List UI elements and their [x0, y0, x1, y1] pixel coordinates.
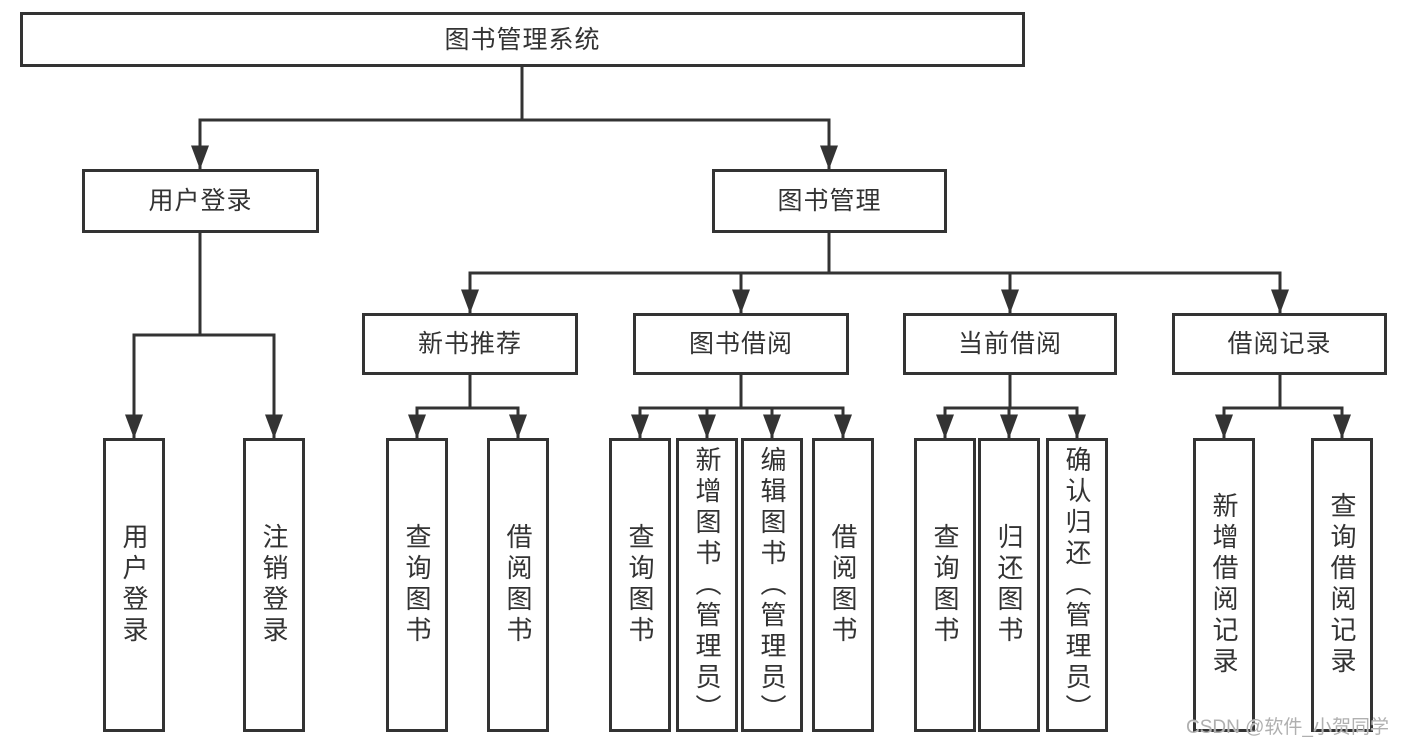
leaf-return-books: 归还图书 — [978, 438, 1040, 732]
node-borrowing-records-label: 借阅记录 — [1227, 330, 1332, 358]
leaf-query-books-current: 查询图书 — [914, 438, 976, 732]
edges-book-management-group — [461, 231, 1289, 314]
leaf-query-borrow-record-label: 查询借阅记录 — [1327, 492, 1357, 678]
node-new-book-recommend: 新书推荐 — [362, 313, 578, 375]
leaf-logout: 注销登录 — [243, 438, 305, 732]
leaf-add-books-admin-label: 新增图书（管理员） — [692, 445, 722, 725]
edges-new-book-recommend-group — [408, 373, 527, 439]
leaf-add-borrow-record: 新增借阅记录 — [1193, 438, 1255, 732]
leaf-user-login-label: 用户登录 — [119, 523, 149, 647]
leaf-query-books-recommend: 查询图书 — [386, 438, 448, 732]
edges-borrowing-records-group — [1215, 373, 1351, 439]
node-book-borrowing-label: 图书借阅 — [688, 330, 793, 358]
leaf-borrow-books-recommend: 借阅图书 — [487, 438, 549, 732]
node-borrowing-records: 借阅记录 — [1172, 313, 1387, 375]
leaf-add-borrow-record-label: 新增借阅记录 — [1209, 492, 1239, 678]
leaf-confirm-return-admin-label: 确认归还（管理员） — [1062, 445, 1092, 725]
leaf-query-books-borrowing-label: 查询图书 — [625, 523, 655, 647]
leaf-return-books-label: 归还图书 — [994, 523, 1024, 647]
edges-root-group — [191, 65, 838, 170]
csdn-watermark: CSDN @软件_小贺同学 — [1186, 717, 1389, 738]
leaf-user-login: 用户登录 — [103, 438, 165, 732]
node-root-label: 图书管理系统 — [444, 25, 601, 54]
node-book-management-label: 图书管理 — [777, 187, 882, 215]
leaf-query-borrow-record: 查询借阅记录 — [1311, 438, 1373, 732]
leaf-confirm-return-admin: 确认归还（管理员） — [1046, 438, 1108, 732]
node-root: 图书管理系统 — [20, 12, 1025, 67]
node-current-borrowing: 当前借阅 — [903, 313, 1117, 375]
leaf-query-books-current-label: 查询图书 — [930, 523, 960, 647]
node-book-borrowing: 图书借阅 — [633, 313, 849, 375]
leaf-edit-books-admin: 编辑图书（管理员） — [741, 438, 803, 732]
leaf-borrow-books-recommend-label: 借阅图书 — [503, 523, 533, 647]
edges-user-login-group — [125, 231, 283, 439]
leaf-borrow-books-borrowing: 借阅图书 — [812, 438, 874, 732]
node-user-login-label: 用户登录 — [148, 187, 253, 215]
node-new-book-recommend-label: 新书推荐 — [417, 330, 522, 358]
leaf-logout-label: 注销登录 — [259, 523, 289, 647]
node-user-login: 用户登录 — [82, 169, 319, 233]
edges-current-borrowing-group — [936, 373, 1086, 439]
edges-book-borrowing-group — [631, 373, 852, 439]
node-current-borrowing-label: 当前借阅 — [957, 330, 1062, 358]
leaf-borrow-books-borrowing-label: 借阅图书 — [828, 523, 858, 647]
leaf-edit-books-admin-label: 编辑图书（管理员） — [757, 445, 787, 725]
leaf-add-books-admin: 新增图书（管理员） — [676, 438, 738, 732]
node-book-management: 图书管理 — [712, 169, 947, 233]
leaf-query-books-borrowing: 查询图书 — [609, 438, 671, 732]
leaf-query-books-recommend-label: 查询图书 — [402, 523, 432, 647]
